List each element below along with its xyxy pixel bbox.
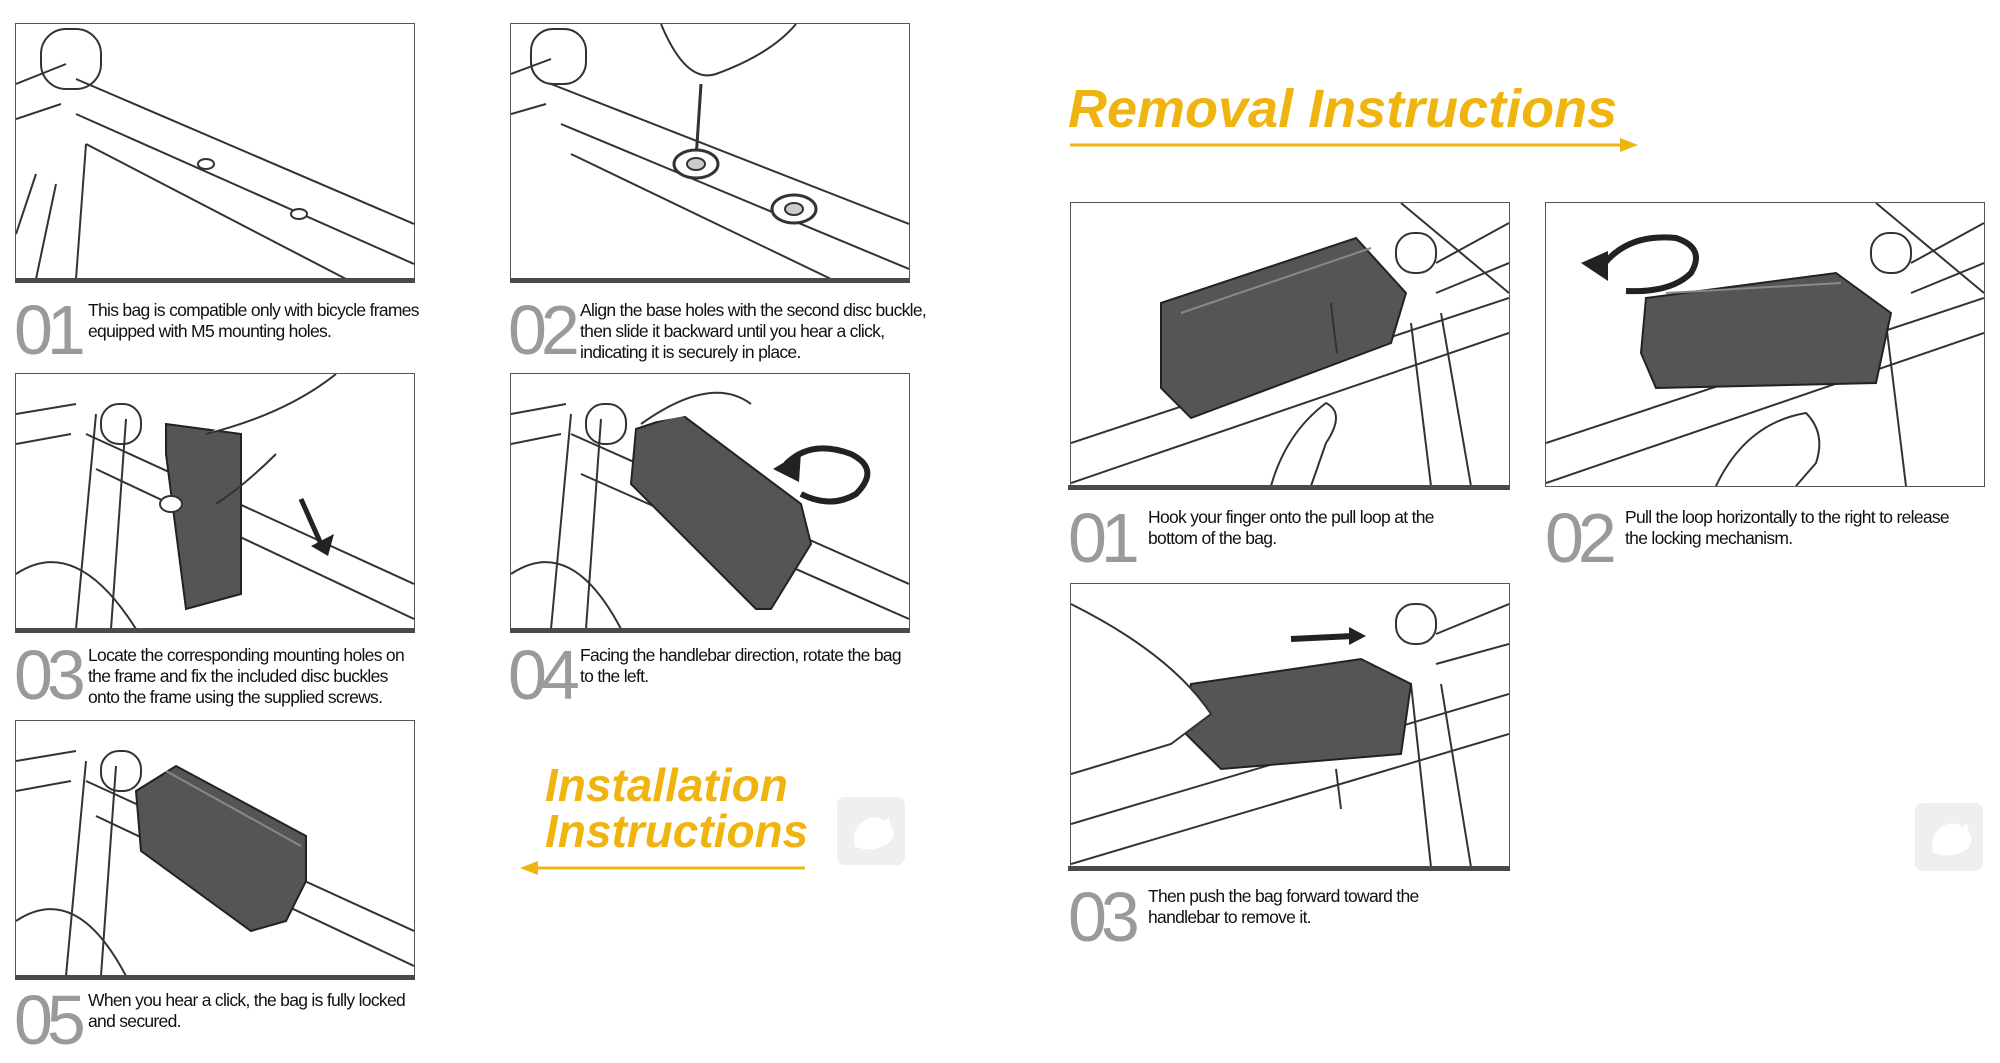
removal-step-2-text: Pull the loop horizontally to the right … bbox=[1625, 507, 1950, 548]
bicycle-frame-illustration bbox=[511, 24, 909, 279]
panel-base-line bbox=[15, 975, 415, 980]
install-step-1-text: This bag is compatible only with bicycle… bbox=[88, 300, 420, 341]
bicycle-frame-illustration bbox=[1071, 203, 1509, 486]
bicycle-frame-illustration bbox=[16, 750, 414, 976]
bicycle-frame-illustration bbox=[1546, 203, 1984, 486]
removal-title: Removal Instructions bbox=[1068, 79, 1618, 139]
install-step-4-number: 04 bbox=[508, 636, 580, 714]
arrow-right-icon bbox=[1070, 138, 1638, 152]
install-step-1-number: 01 bbox=[14, 291, 86, 369]
hex-key-icon bbox=[660, 24, 797, 160]
bicycle-frame-illustration bbox=[16, 374, 414, 629]
install-step-2-text: Align the base holes with the second dis… bbox=[580, 300, 927, 362]
install-step-5-illustration bbox=[15, 720, 415, 977]
install-step-5-number: 05 bbox=[14, 981, 86, 1059]
install-step-4-text: Facing the handlebar direction, rotate t… bbox=[580, 645, 902, 686]
install-step-1-illustration bbox=[15, 23, 415, 280]
bicycle-frame-illustration bbox=[1071, 603, 1509, 867]
install-step-5-text: When you hear a click, the bag is fully … bbox=[88, 990, 406, 1031]
arrow-down-icon bbox=[298, 497, 334, 556]
removal-step-2-number: 02 bbox=[1545, 499, 1617, 577]
arrow-right-icon bbox=[1290, 627, 1366, 645]
removal-step-2-illustration bbox=[1545, 202, 1985, 487]
removal-step-1-text: Hook your finger onto the pull loop at t… bbox=[1148, 507, 1435, 548]
install-step-4-illustration bbox=[510, 373, 910, 630]
panel-base-line bbox=[15, 628, 415, 633]
install-step-3-text: Locate the corresponding mounting holes … bbox=[88, 645, 405, 707]
bicycle-frame-illustration bbox=[511, 391, 909, 629]
install-step-3-illustration bbox=[15, 373, 415, 630]
install-step-3-number: 03 bbox=[14, 636, 86, 714]
installation-title: Installation Instructions bbox=[545, 759, 809, 857]
removal-step-3-number: 03 bbox=[1068, 878, 1140, 956]
bicycle-frame-illustration bbox=[16, 28, 414, 279]
removal-step-1-illustration bbox=[1070, 202, 1510, 487]
panel-base-line bbox=[15, 278, 415, 283]
rotate-arrow-icon bbox=[773, 445, 871, 505]
panel-base-line bbox=[1068, 866, 1510, 871]
panel-base-line bbox=[510, 628, 910, 633]
install-step-2-number: 02 bbox=[508, 291, 580, 369]
rotate-arrow-icon bbox=[1581, 234, 1699, 295]
panel-base-line bbox=[1068, 485, 1510, 490]
removal-step-1-number: 01 bbox=[1068, 499, 1140, 577]
brand-logo-icon bbox=[1915, 803, 1983, 871]
arrow-left-icon bbox=[520, 861, 805, 875]
panel-base-line bbox=[510, 278, 910, 283]
install-step-2-illustration bbox=[510, 23, 910, 280]
removal-step-3-illustration bbox=[1070, 583, 1510, 868]
brand-logo-icon bbox=[837, 797, 905, 865]
